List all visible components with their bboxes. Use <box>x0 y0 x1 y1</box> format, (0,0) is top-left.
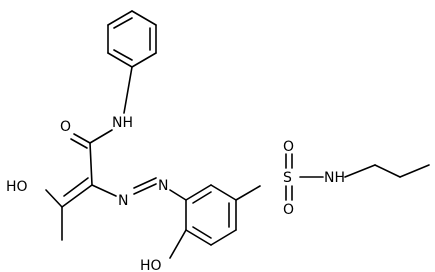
azo-n2-label: N <box>158 178 168 194</box>
sulfonyl-o-bottom-label: O <box>283 202 294 218</box>
propyl-chain <box>344 164 430 178</box>
sulfonyl-o-top-label: O <box>283 139 294 155</box>
phenol-ho-label: HO <box>140 258 162 272</box>
amide-nh-label: NH <box>112 115 133 131</box>
amide-group <box>70 66 133 149</box>
enol-backbone <box>45 142 93 241</box>
amide-o-label: O <box>60 119 71 135</box>
azo-n1-label: N <box>118 193 128 209</box>
sulfonyl-s-label: S <box>283 170 292 186</box>
sulfonamide-nh-label: NH <box>324 170 345 186</box>
phenyl-ring <box>107 10 157 68</box>
enol-ho-label: HO <box>6 179 28 195</box>
phenol-ring <box>169 184 237 259</box>
azo-group <box>91 177 187 201</box>
sulfonamide-group <box>235 153 324 201</box>
